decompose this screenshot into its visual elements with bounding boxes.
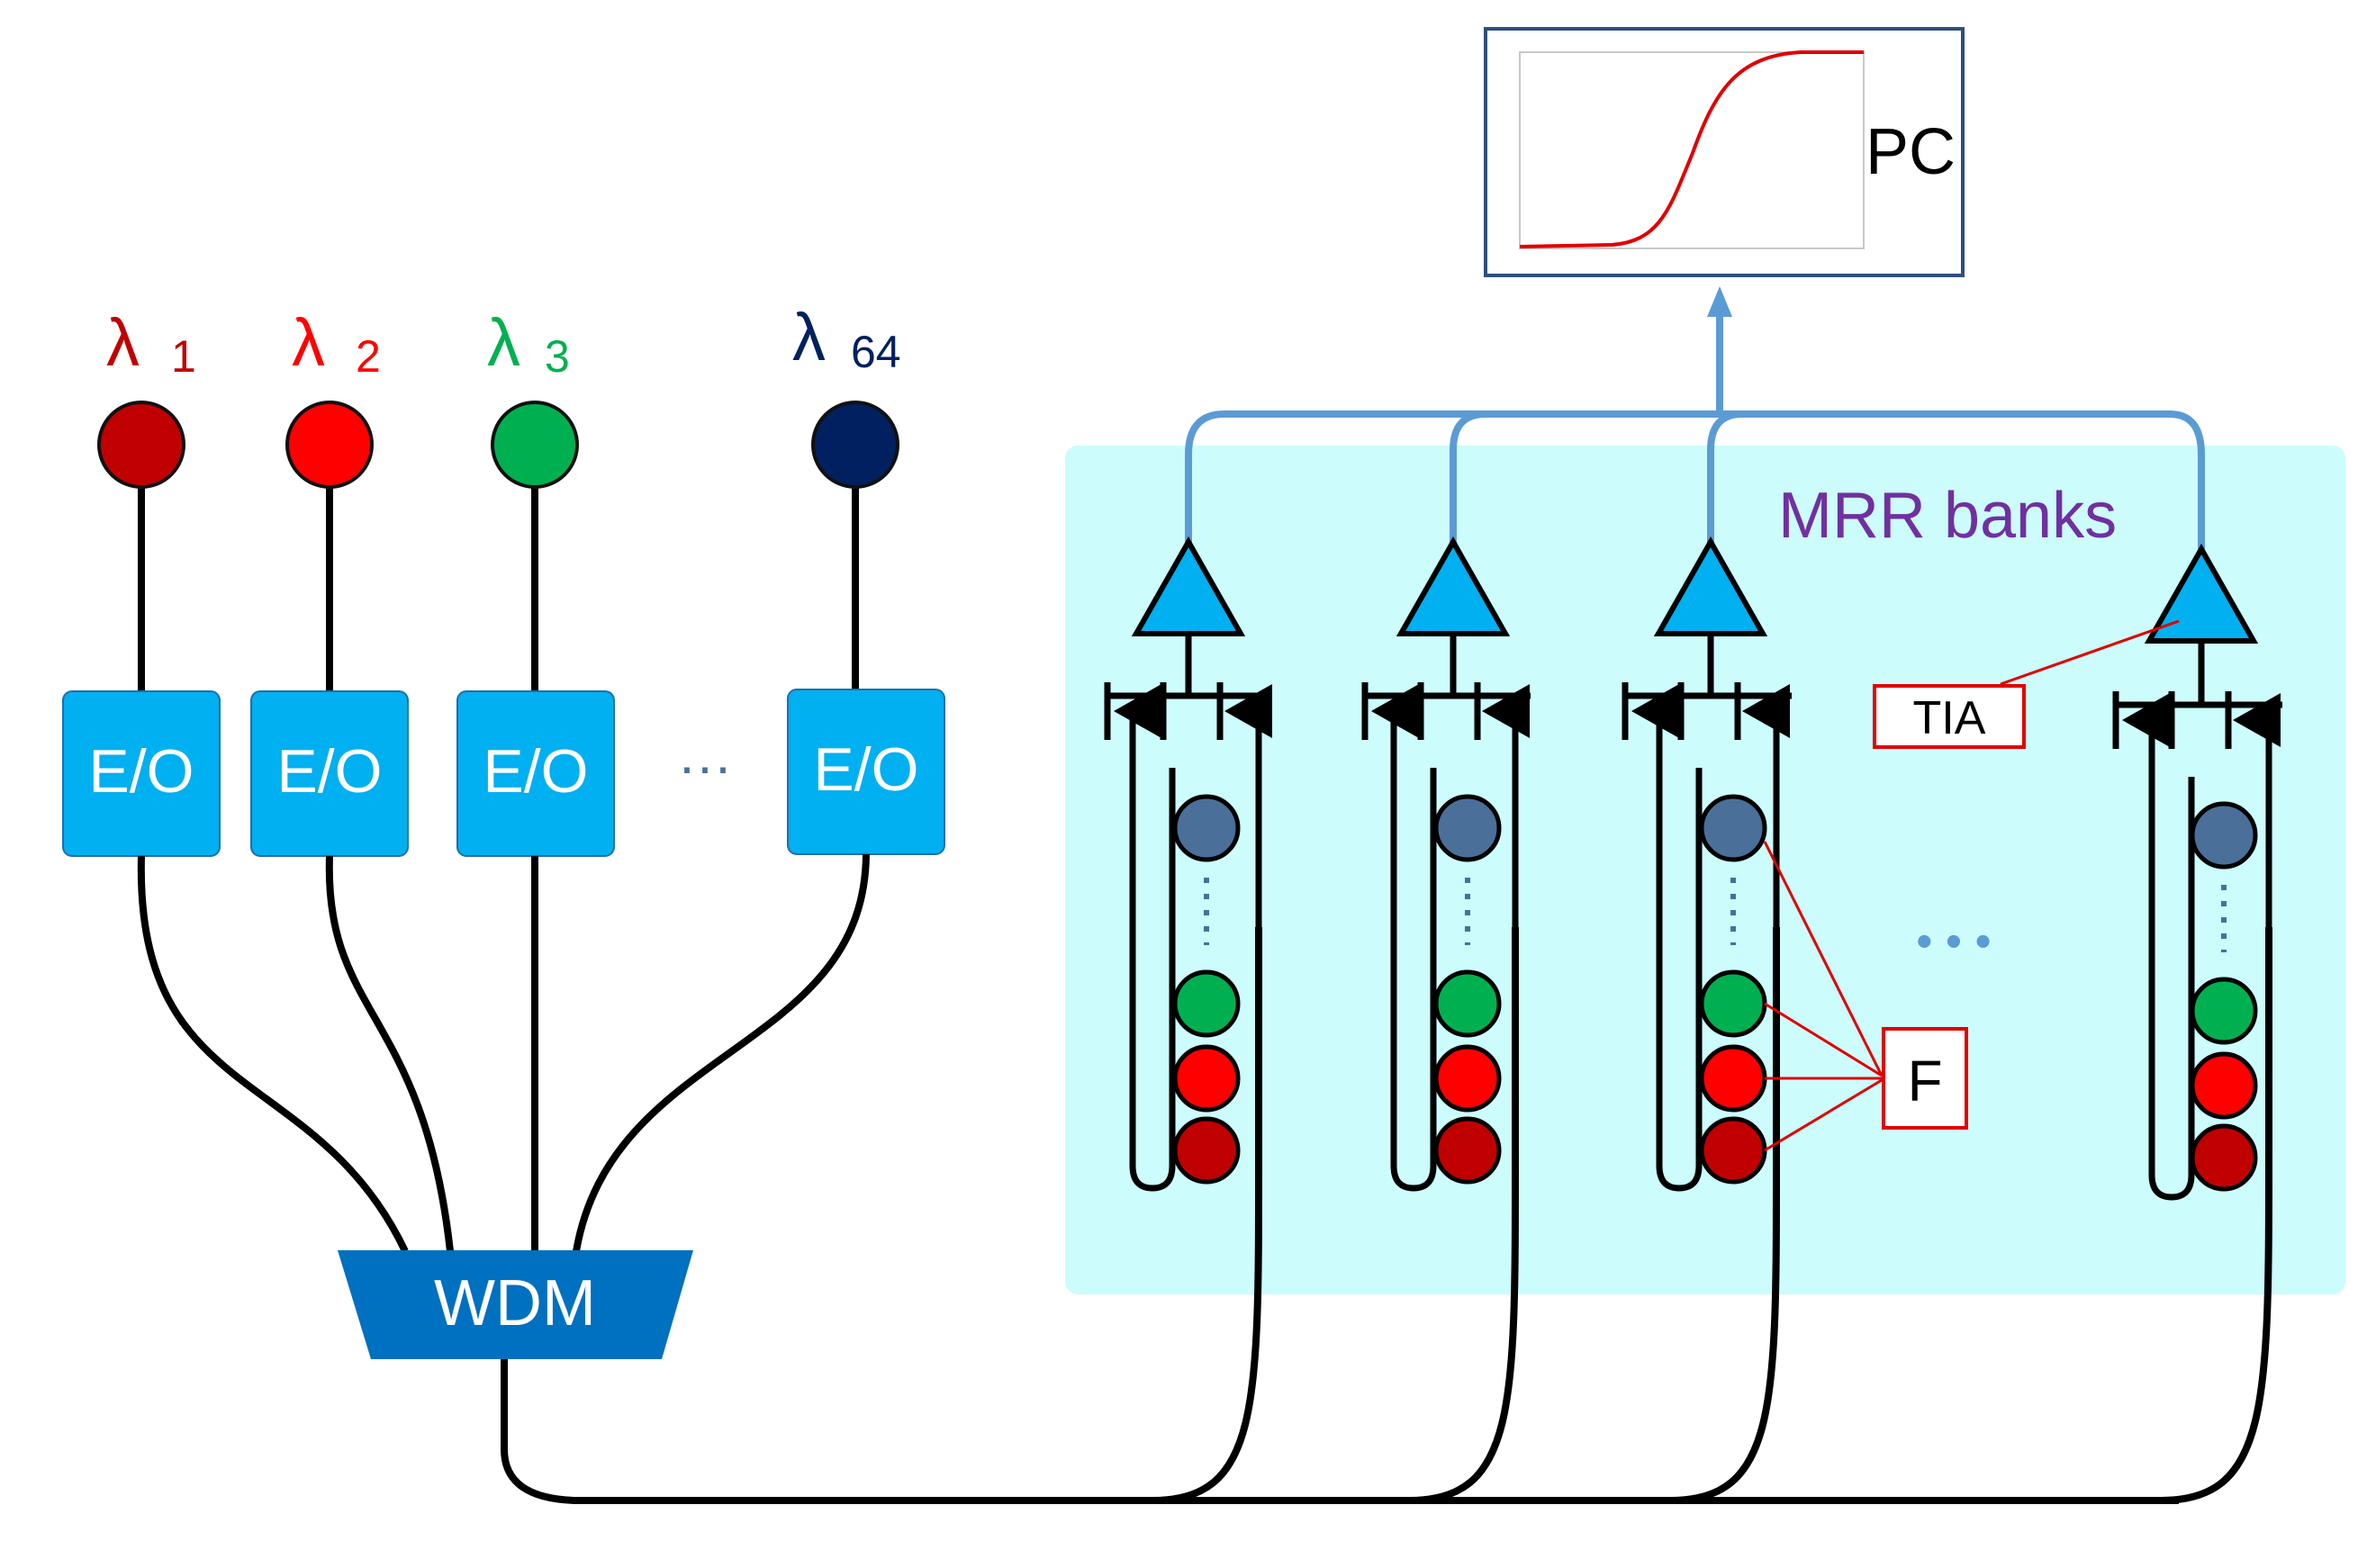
wdm-output-fiber [501, 927, 2272, 1504]
ring-blue [2190, 801, 2258, 870]
mrr-banks-label: MRR banks [1778, 480, 2117, 552]
source-1-laser [97, 401, 185, 489]
summing-bus [1185, 311, 2205, 549]
bank-waveguide [1656, 711, 1703, 1192]
filter-callout-box [1882, 1027, 1968, 1130]
wdm-label: WDM [434, 1267, 596, 1339]
mrr-bank-3 [1622, 536, 1792, 1192]
source-64: λ 64 [792, 300, 901, 693]
ring-red [1433, 1044, 1502, 1113]
source-3: λ 3 [487, 305, 579, 693]
filter-label: F [1907, 1049, 1942, 1113]
bank-waveguide [1390, 711, 1437, 1192]
eo-label-2: E/O [276, 737, 382, 806]
photodiode-left [1631, 684, 1679, 738]
mrr-bank-2 [1361, 536, 1531, 1192]
wdm-input-fibers [137, 853, 870, 1253]
ring-red [1172, 1044, 1241, 1113]
wdm-multiplexer [338, 1250, 693, 1359]
eo-label-1: E/O [88, 737, 194, 806]
ring-green [1699, 969, 1767, 1038]
source-2-index: 2 [356, 331, 381, 382]
ring-darkred [1699, 1116, 1767, 1185]
ring-darkred [2190, 1123, 2258, 1192]
pc-sigmoid-curve [1519, 50, 1864, 248]
ring-darkred [1433, 1116, 1502, 1185]
ring-green [1433, 969, 1502, 1038]
ring-darkred [1172, 1116, 1241, 1185]
pc-label: PC [1866, 116, 1956, 188]
source-2-symbol: λ [292, 305, 325, 380]
ring-red [2190, 1051, 2258, 1120]
bank-waveguide [1129, 711, 1176, 1192]
mrr-banks-region [1065, 446, 2345, 1294]
bank-ellipsis: • • • [1916, 915, 1992, 968]
eo-modulators: E/O E/O E/O ··· E/O [62, 689, 945, 857]
tia-callout-box [1873, 684, 2026, 749]
source-1-index: 1 [171, 331, 196, 382]
ring-blue [1699, 794, 1767, 862]
pc-block: PC [1484, 27, 1965, 277]
ring-green [2190, 977, 2258, 1045]
photodiode-left [2122, 693, 2170, 747]
photodiode-left [1114, 684, 1161, 738]
ring-blue [1433, 794, 1502, 862]
mrr-bank-64 [2112, 543, 2282, 1201]
bank-waveguide [2148, 720, 2195, 1201]
source-1: λ 1 [97, 305, 196, 693]
ring-blue [1172, 794, 1241, 862]
bus-to-pc-arrowhead [1707, 286, 1732, 317]
source-1-symbol: λ [106, 305, 140, 380]
source-64-index: 64 [851, 327, 901, 377]
eo-label-64: E/O [813, 735, 918, 804]
source-3-symbol: λ [487, 305, 520, 380]
source-3-laser [491, 401, 579, 489]
tia-label: TIA [1913, 692, 1986, 744]
eo-ellipsis: ··· [678, 736, 732, 797]
tia-callout-line [2000, 619, 2180, 686]
mrr-bank-1 [1104, 536, 1272, 1192]
source-64-laser [811, 401, 899, 489]
ring-red [1699, 1044, 1767, 1113]
source-2-laser [285, 401, 374, 489]
source-3-index: 3 [545, 331, 570, 382]
filter-callout-lines [1763, 841, 1884, 1152]
source-2: λ 2 [285, 305, 381, 693]
ring-green [1172, 969, 1241, 1038]
source-64-symbol: λ [792, 300, 826, 374]
eo-label-3: E/O [483, 737, 588, 806]
